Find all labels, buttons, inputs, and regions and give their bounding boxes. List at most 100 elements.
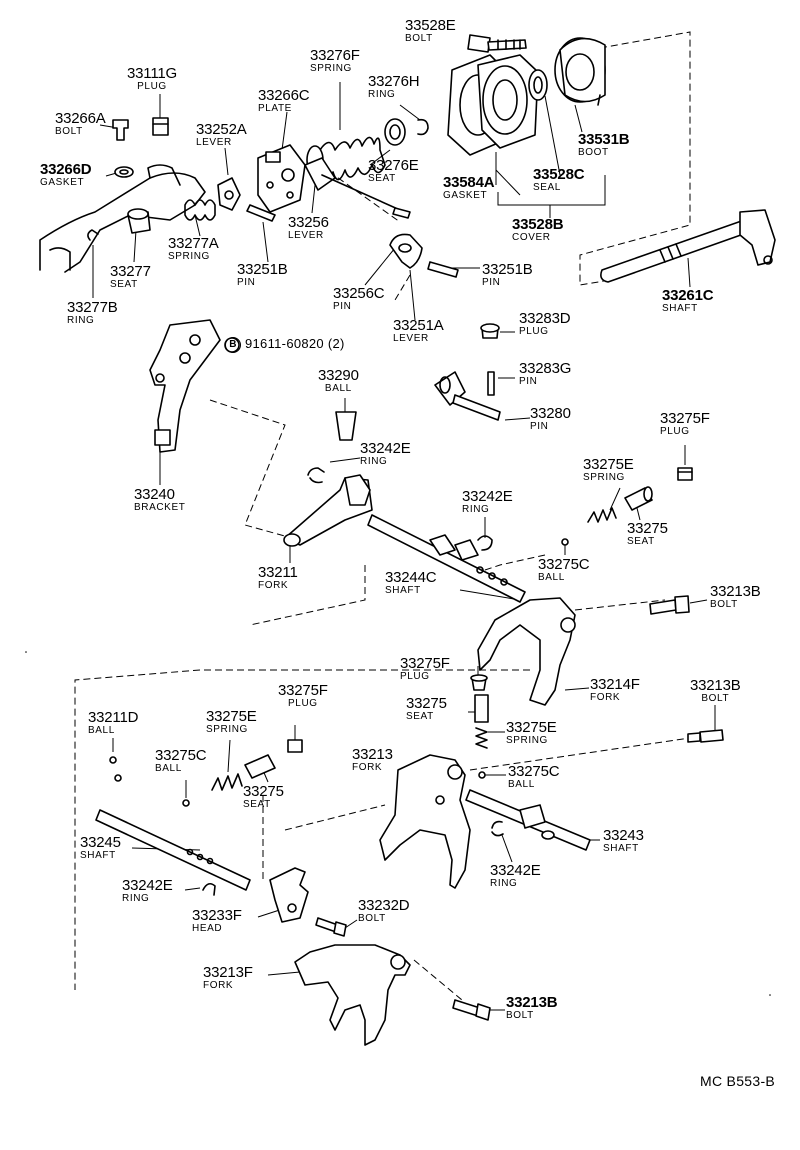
part-name: PLUG xyxy=(519,326,549,337)
shaft-33245 xyxy=(95,809,251,891)
part-name: LEVER xyxy=(196,137,232,148)
part-name: BOLT xyxy=(55,126,83,137)
lever-33251A xyxy=(389,233,423,269)
part-number: 33213 xyxy=(352,746,393,763)
part-name: SHAFT xyxy=(603,843,639,854)
part-number: 33528E xyxy=(405,17,456,34)
part-name: BALL xyxy=(88,725,115,736)
spring-33275E-middle xyxy=(475,727,488,749)
part-number: 33528C xyxy=(533,166,585,183)
part-name: SHAFT xyxy=(385,585,421,596)
part-number: 33528B xyxy=(512,216,564,233)
part-number: 33252A xyxy=(196,121,247,138)
part-number: 33275F xyxy=(400,655,450,672)
plug-33283D xyxy=(480,323,500,339)
part-number: 33275F xyxy=(278,682,328,699)
ring-33242E-lower-right xyxy=(491,820,504,837)
part-number: 33232D xyxy=(358,897,410,914)
pin-33251B-upper xyxy=(246,204,276,222)
part-name: PLATE xyxy=(258,103,292,114)
gasket-33266D xyxy=(114,166,134,178)
part-number: 33531B xyxy=(578,131,630,148)
seat-33275-middle xyxy=(474,694,489,723)
part-name: BALL xyxy=(324,383,352,394)
part-name: LEVER xyxy=(393,333,429,344)
part-name: BOLT xyxy=(506,1010,534,1021)
pin-33280 xyxy=(434,371,501,421)
lever-33252A xyxy=(217,177,241,211)
part-number: 33214F xyxy=(590,676,640,693)
part-name: SEAT xyxy=(243,799,271,810)
part-number: 33213B xyxy=(690,677,741,694)
part-number: 33245 xyxy=(80,834,121,851)
part-name: BALL xyxy=(155,763,182,774)
part-name: PIN xyxy=(519,376,538,387)
boot-33531B xyxy=(554,37,606,106)
shaft-33261C xyxy=(600,209,776,283)
plug-33275F-lower xyxy=(287,739,303,753)
part-name: COVER xyxy=(512,232,551,243)
part-number: 33276H xyxy=(368,73,420,90)
part-name: FORK xyxy=(352,762,383,773)
part-number: 33275 xyxy=(406,695,447,712)
part-number: 33213F xyxy=(203,964,253,981)
seat-33275-lower xyxy=(244,754,276,779)
reference-marker-b: B xyxy=(225,336,241,353)
part-name: PIN xyxy=(482,277,501,288)
part-number: 33242E xyxy=(490,862,541,879)
part-number: 33256C xyxy=(333,285,385,302)
drawing-code: MC B553-B xyxy=(700,1073,776,1089)
spring-33275E-lower xyxy=(211,773,243,791)
part-name: PIN xyxy=(237,277,256,288)
part-number: 33275E xyxy=(583,456,634,473)
seat-33276E xyxy=(384,118,406,146)
ring-33242E-lower-left xyxy=(202,882,216,896)
part-name: RING xyxy=(368,89,396,100)
part-name: SHAFT xyxy=(80,850,116,861)
fork-33213 xyxy=(379,754,471,889)
part-number: 33276E xyxy=(368,157,419,174)
bolt-33213B-lower xyxy=(452,999,491,1021)
bolt-33213B-middle xyxy=(687,729,724,743)
part-name: BOOT xyxy=(578,147,609,158)
part-number: 33211D xyxy=(88,709,139,726)
fork-33211 xyxy=(283,474,373,547)
part-name: PIN xyxy=(333,301,352,312)
seat-33275-upper xyxy=(624,486,653,511)
part-name: SEAT xyxy=(368,173,396,184)
shaft-33243 xyxy=(465,789,591,851)
part-name: SPRING xyxy=(583,472,625,483)
pin-33283G xyxy=(487,371,495,396)
part-name: RING xyxy=(67,315,95,326)
stray-marks xyxy=(25,651,771,996)
part-number: 33277A xyxy=(168,235,219,252)
ball-33275C-right xyxy=(478,771,486,779)
part-name: BOLT xyxy=(710,599,738,610)
